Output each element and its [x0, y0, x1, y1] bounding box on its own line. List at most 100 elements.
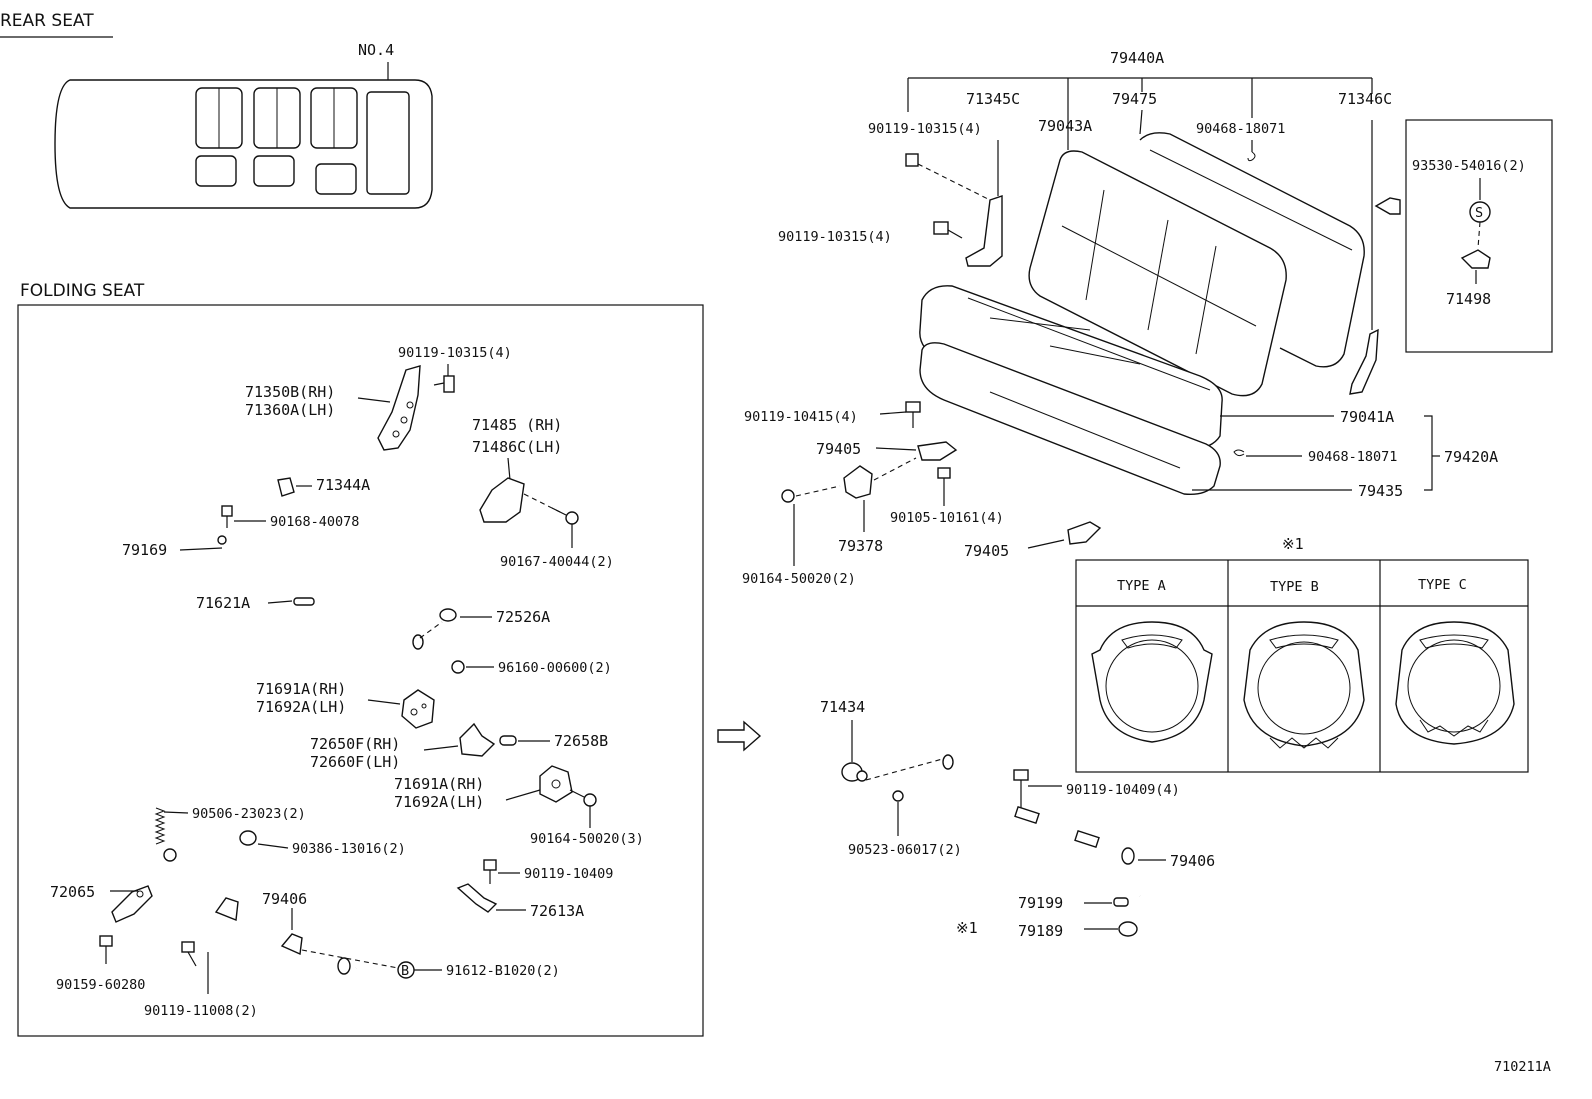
- label-72658b: 72658B: [554, 732, 608, 750]
- lever-72650f-part: [459, 722, 496, 757]
- label-79435: 79435: [1358, 482, 1403, 500]
- cam-71691a-part: [401, 689, 435, 729]
- label-71621a: 71621A: [196, 594, 250, 612]
- label-71434: 71434: [820, 698, 865, 716]
- label-79475: 79475: [1112, 90, 1157, 108]
- no4-label: NO.4: [358, 41, 394, 59]
- pad-79189-part: [1118, 921, 1138, 937]
- frame-79406-folding-part: [163, 848, 358, 994]
- ref-mark-1-top: ※1: [1282, 535, 1304, 553]
- label-72660f: 72660F(LH): [310, 753, 400, 771]
- nut-90164-50020-3: [583, 793, 597, 807]
- symbol-b: B: [401, 963, 409, 979]
- label-72650f: 72650F(RH): [310, 735, 400, 753]
- bushing-72526a-part: [439, 608, 457, 622]
- label-79041a: 79041A: [1340, 408, 1394, 426]
- hinge-bracket-71346c: [1349, 328, 1379, 395]
- label-90167-40044: 90167-40044(2): [500, 554, 614, 570]
- knob-72658b-part: [499, 735, 517, 746]
- bolt-90119-10409-folding: [483, 859, 497, 884]
- screw-90167-40044: [551, 507, 579, 525]
- label-90168-40078: 90168-40078: [270, 514, 359, 530]
- vehicle-layout-outline: [54, 79, 433, 209]
- latch-79405-a-part: [917, 441, 958, 461]
- bolt-90105-10161: [937, 467, 951, 496]
- plate-71498-part: [1460, 249, 1491, 269]
- label-71485: 71485 (RH): [472, 416, 562, 434]
- label-71346c: 71346C: [1338, 90, 1392, 108]
- bracket-72065-part: [111, 885, 153, 923]
- bolt-90119-10315-folding: [433, 375, 455, 393]
- bolt-90119-10315-mid: [933, 221, 963, 239]
- type-a-header: TYPE A: [1117, 578, 1166, 594]
- symbol-s: S: [1475, 205, 1483, 221]
- nut-96160-00600: [451, 660, 465, 674]
- label-90159-60280: 90159-60280: [56, 977, 145, 993]
- label-96160-00600: 96160-00600(2): [498, 660, 612, 676]
- bolt-90119-10415: [905, 401, 921, 428]
- rear-seat-title: REAR SEAT: [0, 11, 94, 31]
- pad-79199-part: [1113, 897, 1129, 907]
- bolt-90119-11008: [181, 941, 197, 967]
- label-71345c: 71345C: [966, 90, 1020, 108]
- label-71350b: 71350B(RH): [245, 383, 335, 401]
- spacer-71621a-part: [293, 597, 315, 606]
- bushing-71434-part: [841, 762, 868, 782]
- detail-box-71498: [1405, 119, 1553, 353]
- label-79169: 79169: [122, 541, 167, 559]
- nut-90523-06017: [892, 790, 904, 802]
- label-91612-b1020: 91612-B1020(2): [446, 963, 560, 979]
- type-a-drawing: [1091, 621, 1213, 743]
- label-71486c: 71486C(LH): [472, 438, 562, 456]
- label-79043a: 79043A: [1038, 117, 1092, 135]
- label-71692a-2: 71692A(LH): [394, 793, 484, 811]
- label-79199: 79199: [1018, 894, 1063, 912]
- bolt-90119-10315-top: [905, 153, 919, 167]
- label-79405-b: 79405: [964, 542, 1009, 560]
- label-90119-10315-b: 90119-10315(4): [778, 229, 892, 245]
- spring-90506-23023-part: [154, 807, 166, 845]
- seat-frame-79435: [919, 342, 1221, 496]
- bolt-90159-60280: [99, 935, 113, 964]
- label-79378: 79378: [838, 537, 883, 555]
- label-71344a: 71344A: [316, 476, 370, 494]
- bracket-79378-part: [843, 465, 873, 499]
- shaft-79169-part: [217, 535, 424, 650]
- folding-seat-section: FOLDING SEAT 90119-10315(4) 71350B(RH) 7…: [17, 281, 704, 1037]
- label-79406-folding: 79406: [262, 890, 307, 908]
- label-90386-13016: 90386-13016(2): [292, 841, 406, 857]
- type-b-drawing: [1243, 621, 1365, 749]
- label-72526a: 72526A: [496, 608, 550, 626]
- label-90468-18071-a: 90468-18071: [1196, 121, 1285, 137]
- label-90105-10161: 90105-10161(4): [890, 510, 1004, 526]
- folding-seat-title: FOLDING SEAT: [20, 281, 145, 301]
- bolt-90168-40078: [221, 505, 233, 528]
- seat-assembly-section: 79440A 71345C 79475 71346C 90119-10315(4…: [742, 49, 1553, 940]
- label-90506-23023: 90506-23023(2): [192, 806, 306, 822]
- link-72613a-part: [456, 883, 498, 913]
- label-90119-10315-a: 90119-10315(4): [868, 121, 982, 137]
- label-90164-50020-2: 90164-50020(2): [742, 571, 856, 587]
- label-71498: 71498: [1446, 290, 1491, 308]
- cover-71485-part: [479, 477, 525, 523]
- label-71691a-1: 71691A(RH): [256, 680, 346, 698]
- type-b-header: TYPE B: [1270, 579, 1319, 595]
- rear-seat-section: REAR SEAT NO.4: [0, 11, 433, 209]
- label-90164-50020-3: 90164-50020(3): [530, 831, 644, 847]
- label-72065: 72065: [50, 883, 95, 901]
- label-79440a: 79440A: [1110, 49, 1164, 67]
- bushing-90386-13016-part: [239, 830, 257, 846]
- label-79405-a: 79405: [816, 440, 861, 458]
- label-90523-06017: 90523-06017(2): [848, 842, 962, 858]
- label-90468-18071-b: 90468-18071: [1308, 449, 1397, 465]
- latch-79405-b-part: [1067, 521, 1102, 545]
- bolt-90164-50020-2: [781, 489, 795, 503]
- hinge-bracket-71345c: [965, 195, 1003, 267]
- label-90119-11008: 90119-11008(2): [144, 1003, 258, 1019]
- seat-back-front-79043a: [1028, 150, 1287, 397]
- label-90119-10315-folding: 90119-10315(4): [398, 345, 512, 361]
- drawing-id: 710211A: [1494, 1059, 1551, 1075]
- type-c-drawing: [1395, 621, 1515, 745]
- type-c-header: TYPE C: [1418, 577, 1467, 593]
